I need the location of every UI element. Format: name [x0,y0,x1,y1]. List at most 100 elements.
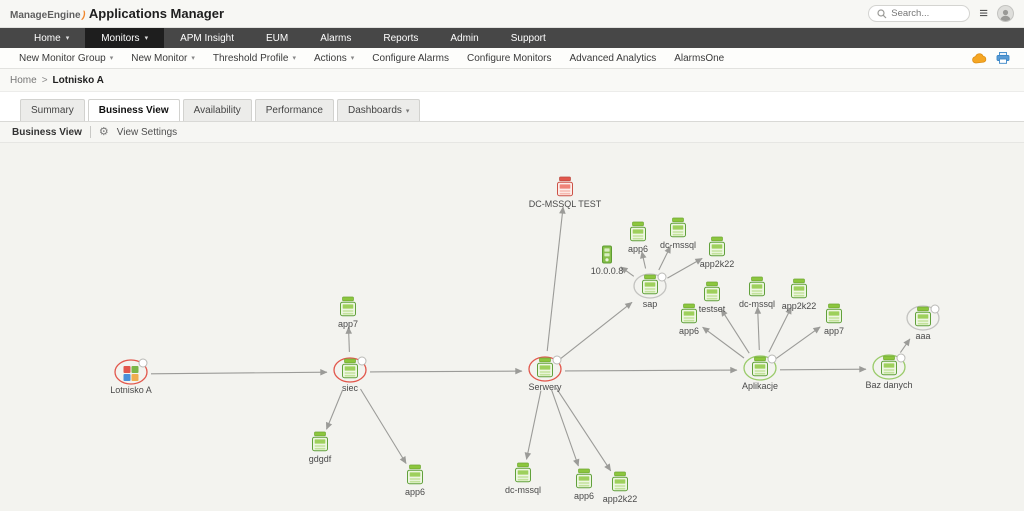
edge-aplikacje-to-dc-mssql-2 [754,306,762,351]
node-label: app6 [405,487,425,497]
status-bar-ok [793,278,805,284]
node-dc-mssql-3[interactable]: dc-mssql [505,462,541,495]
caret-down-icon: ▾ [292,55,296,62]
nav-item-label: Alarms [320,32,352,44]
edge-siec-to-gdgdf [325,390,343,430]
toolbar-item-threshold-profile[interactable]: Threshold Profile▾ [204,53,305,64]
tab-performance[interactable]: Performance [254,99,334,121]
toolbar-item-label: New Monitor [131,52,188,64]
nav-item-reports[interactable]: Reports [367,28,434,48]
collapse-badge[interactable] [930,304,940,314]
node-testset[interactable]: testset [699,281,726,314]
person-icon [1000,9,1011,21]
nav-item-label: Home [34,32,61,44]
tab-dashboards[interactable]: Dashboards▾ [336,99,421,121]
node-app6-4[interactable]: app6 [574,468,594,501]
search-input[interactable] [891,8,962,19]
edge-lotnisko-a-to-siec [150,368,328,376]
collapse-badge[interactable] [138,358,148,368]
view-settings-link[interactable]: View Settings [116,126,178,138]
tab-label: Dashboards [347,105,402,116]
nav-item-eum[interactable]: EUM [250,28,304,48]
user-avatar[interactable] [997,5,1014,22]
node-app6-2[interactable]: app6 [628,221,648,254]
node-serwery[interactable]: Serwery [528,355,562,392]
toolbar-icons [972,52,1014,64]
toolbar-item-new-monitor-group[interactable]: New Monitor Group▾ [10,53,122,64]
nav-item-monitors[interactable]: Monitors▾ [85,28,165,48]
node-app6-1[interactable]: app6 [405,464,425,497]
node-app2k22-1[interactable]: app2k22 [700,236,735,269]
node-app2k22-2[interactable]: app2k22 [782,278,817,311]
brand: ManageEngine ) Applications Manager [10,6,224,21]
search-box[interactable] [868,5,971,22]
caret-down-icon: ▾ [144,35,149,42]
edge-siec-to-app6-1 [360,388,407,464]
cloud-icon[interactable] [972,52,987,64]
toolbar-item-new-monitor[interactable]: New Monitor▾ [122,53,204,64]
node-gdgdf[interactable]: gdgdf [309,431,332,464]
tab-availability[interactable]: Availability [182,99,252,121]
node-ip-10-0-0-8[interactable]: 10.0.0.8 [591,245,624,276]
node-label: dc-mssql [660,240,696,250]
nav-item-alarms[interactable]: Alarms [304,28,367,48]
status-ring [872,354,906,380]
node-siec[interactable]: siec [333,356,367,393]
edge-siec-to-app7-1 [345,326,353,353]
node-app6-3[interactable]: app6 [679,303,699,336]
breadcrumb-home-link[interactable]: Home [10,74,37,86]
node-label: Serwery [528,382,562,392]
toolbar-item-configure-monitors[interactable]: Configure Monitors [458,53,560,64]
nav-item-apm-insight[interactable]: APM Insight [164,28,250,48]
nav-item-support[interactable]: Support [495,28,562,48]
toolbar-item-configure-alarms[interactable]: Configure Alarms [363,53,458,64]
status-bar-ok [917,306,929,312]
status-bar-ok [539,357,551,363]
monitor-toolbar: New Monitor Group▾New Monitor▾Threshold … [0,48,1024,69]
collapse-badge[interactable] [657,272,667,282]
node-dc-mssql-2[interactable]: dc-mssql [739,276,775,309]
collapse-badge[interactable] [357,356,367,366]
collapse-badge[interactable] [767,354,777,364]
business-view-header: Business View ⚙ View Settings [0,122,1024,143]
collapse-badge[interactable] [552,355,562,365]
node-aaa[interactable]: aaa [906,304,940,341]
nav-item-admin[interactable]: Admin [434,28,494,48]
toolbar-items: New Monitor Group▾New Monitor▾Threshold … [10,53,733,64]
edge-siec-to-serwery [369,367,523,375]
search-icon [877,8,887,19]
collapse-badge[interactable] [896,353,906,363]
print-icon[interactable] [996,52,1010,64]
caret-down-icon: ▾ [65,35,70,42]
gear-icon[interactable]: ⚙ [98,125,109,138]
tab-label: Business View [98,105,169,116]
tab-summary[interactable]: Summary [20,99,85,121]
node-label: app6 [628,244,648,254]
edge-serwery-to-app6-4 [551,389,580,467]
node-sap[interactable]: sap [633,272,667,309]
node-dc-mssql-test[interactable]: DC-MSSQL TEST [529,176,602,209]
toolbar-item-advanced-analytics[interactable]: Advanced Analytics [560,53,665,64]
edge-sap-to-ip-10-0-0-8 [620,266,635,277]
node-dc-mssql-1[interactable]: dc-mssql [660,217,696,250]
toolbar-item-alarmsone[interactable]: AlarmsOne [665,53,733,64]
edge-sap-to-app6-2 [640,251,647,269]
nav-item-home[interactable]: Home ▾ [18,28,85,48]
menu-icon[interactable]: ≡ [979,5,988,22]
tab-business-view[interactable]: Business View [87,99,180,121]
node-app7-2[interactable]: app7 [824,303,844,336]
nav-item-label: APM Insight [180,32,234,44]
node-app7-1[interactable]: app7 [338,296,358,329]
status-bar-ok [409,464,421,470]
node-baz-danych[interactable]: Baz danych [865,353,913,390]
node-lotnisko-a[interactable]: Lotnisko A [110,358,152,395]
node-aplikacje[interactable]: Aplikacje [742,354,778,391]
edge-serwery-to-app2k22-3 [555,387,612,472]
node-app2k22-3[interactable]: app2k22 [603,471,638,504]
node-label: app7 [824,326,844,336]
toolbar-item-actions[interactable]: Actions▾ [305,53,363,64]
